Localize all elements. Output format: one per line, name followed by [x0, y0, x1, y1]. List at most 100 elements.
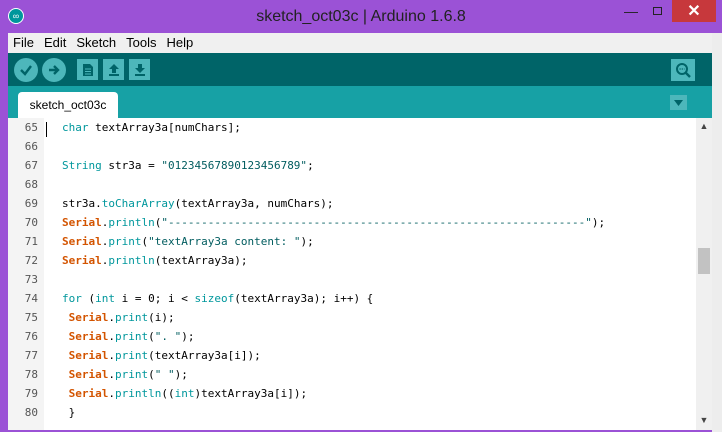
scroll-up-arrow-icon[interactable]: ▲ [699, 121, 709, 131]
code-token: (textArray3a); [154, 254, 248, 267]
code-token [62, 349, 69, 362]
save-button[interactable] [129, 59, 150, 80]
line-number: 71 [24, 235, 38, 248]
verify-icon [20, 65, 32, 76]
line-number: 65 [24, 121, 38, 134]
code-line[interactable]: Serial.print(". "); [62, 330, 195, 343]
window-edge [712, 33, 722, 432]
tab-bar: sketch_oct03c [8, 86, 712, 118]
code-token: "---------------------------------------… [161, 216, 592, 229]
code-token: ); [181, 330, 195, 343]
line-number: 80 [24, 406, 38, 419]
code-token: int [95, 292, 115, 305]
code-line[interactable]: Serial.print("textArray3a content: "); [62, 235, 314, 248]
vertical-scrollbar[interactable]: ▲ ▼ [696, 118, 712, 430]
code-line[interactable]: Serial.println((int)textArray3a[i]); [62, 387, 307, 400]
new-button[interactable] [77, 59, 98, 80]
open-button[interactable] [103, 59, 124, 80]
scroll-down-arrow-icon[interactable]: ▼ [699, 415, 709, 425]
code-token [62, 311, 69, 324]
tab-sketch[interactable]: sketch_oct03c [18, 92, 118, 118]
code-token: ( [154, 216, 162, 229]
serial-monitor-button[interactable] [671, 59, 695, 81]
line-number: 75 [24, 311, 38, 324]
code-token: ( [148, 368, 155, 381]
code-token: textArray3a[numChars]; [88, 121, 241, 134]
code-token: str3a = [101, 159, 162, 172]
code-token: println [115, 387, 162, 400]
minimize-button[interactable]: — [624, 3, 638, 19]
code-token: (i); [148, 311, 175, 324]
line-number: 66 [24, 140, 38, 153]
save-icon [134, 63, 145, 76]
toolbar [8, 53, 712, 86]
code-token: (textArray3a); i++) { [234, 292, 374, 305]
code-token: . [101, 235, 109, 248]
tab-menu-button[interactable] [670, 95, 687, 110]
serial-monitor-icon [676, 63, 691, 78]
code-token: ); [591, 216, 606, 229]
code-line[interactable]: } [62, 406, 76, 419]
code-token: print [108, 235, 142, 248]
code-token: print [115, 330, 149, 343]
code-line[interactable]: char textArray3a[numChars]; [62, 121, 241, 134]
menu-file[interactable]: File [13, 35, 34, 50]
close-button[interactable]: ✕ [672, 0, 716, 22]
code-line[interactable]: Serial.print(i); [62, 311, 175, 324]
menu-sketch[interactable]: Sketch [76, 35, 117, 50]
code-token: print [115, 311, 149, 324]
code-line[interactable]: Serial.println(textArray3a); [62, 254, 247, 267]
code-line[interactable]: Serial.print(textArray3a[i]); [62, 349, 261, 362]
maximize-button[interactable] [644, 0, 670, 22]
upload-icon [49, 65, 60, 75]
code-token: ( [81, 292, 96, 305]
menu-help[interactable]: Help [166, 35, 194, 50]
code-token [62, 368, 69, 381]
line-number: 76 [24, 330, 38, 343]
code-token: for [62, 292, 82, 305]
code-line[interactable]: String str3a = "01234567890123456789"; [62, 159, 314, 172]
menu-bar: File Edit Sketch Tools Help [8, 33, 712, 53]
menu-tools[interactable]: Tools [126, 35, 157, 50]
code-token [62, 387, 69, 400]
line-number: 78 [24, 368, 38, 381]
code-line[interactable]: Serial.print(" "); [62, 368, 188, 381]
code-token: )textArray3a[i]); [194, 387, 308, 400]
code-token: Serial [68, 387, 109, 400]
code-token: ( [148, 330, 155, 343]
upload-button[interactable] [42, 58, 66, 82]
code-token: ); [174, 368, 188, 381]
code-token: . [108, 368, 115, 381]
menu-edit[interactable]: Edit [43, 35, 67, 50]
line-number-gutter [8, 118, 44, 430]
scrollbar-thumb[interactable] [698, 248, 710, 274]
code-token: . [108, 330, 115, 343]
verify-button[interactable] [14, 58, 38, 82]
code-token: . [108, 349, 115, 362]
code-line[interactable]: str3a.toCharArray(textArray3a, numChars)… [62, 197, 334, 210]
open-icon [108, 63, 119, 76]
code-line[interactable]: Serial.println("------------------------… [62, 216, 605, 229]
code-token: (textArray3a, numChars); [174, 197, 334, 210]
code-token: toCharArray [101, 197, 175, 210]
arduino-logo-icon: ∞ [8, 8, 24, 24]
maximize-icon [652, 7, 662, 15]
code-token: Serial [68, 349, 109, 362]
code-line[interactable]: for (int i = 0; i < sizeof(textArray3a);… [62, 292, 373, 305]
code-token [62, 330, 69, 343]
code-token: sizeof [194, 292, 235, 305]
line-number: 79 [24, 387, 38, 400]
code-token: Serial [62, 216, 102, 229]
code-token: Serial [68, 368, 109, 381]
code-token: (textArray3a[i]); [148, 349, 261, 362]
code-token: print [115, 368, 149, 381]
code-token: " " [154, 368, 175, 381]
title-bar[interactable]: ∞ sketch_oct03c | Arduino 1.6.8 — ✕ [0, 0, 722, 33]
line-number: 74 [24, 292, 38, 305]
code-token: Serial [62, 235, 102, 248]
code-token: ); [300, 235, 314, 248]
code-token: ( [141, 235, 149, 248]
window-title: sketch_oct03c | Arduino 1.6.8 [256, 8, 466, 25]
code-token: . [101, 216, 109, 229]
